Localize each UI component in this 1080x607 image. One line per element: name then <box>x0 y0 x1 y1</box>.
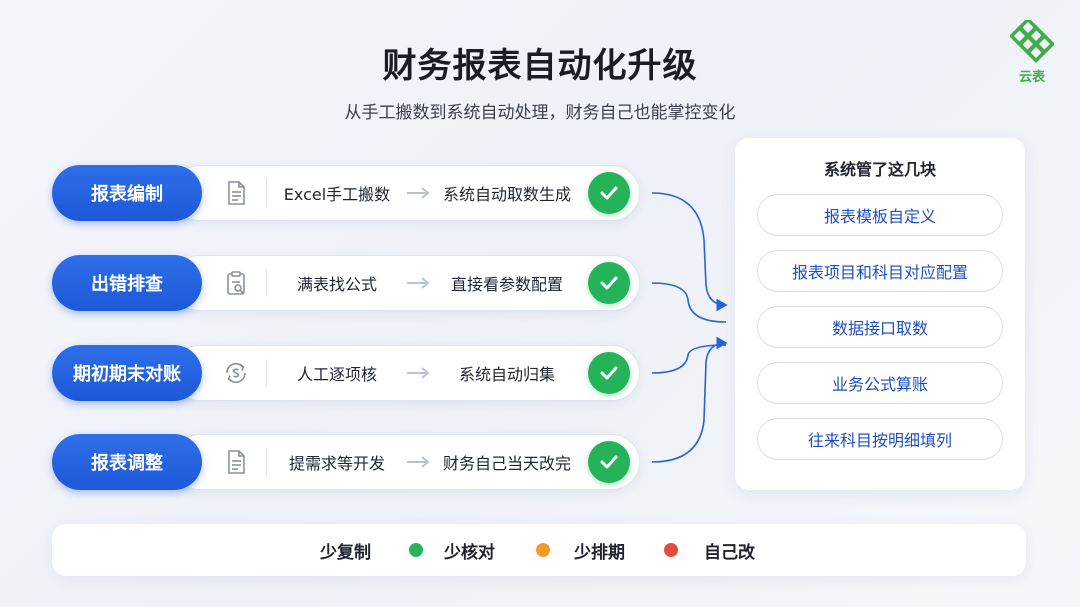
row-label-pill: 报表调整 <box>52 434 202 490</box>
benefits-legend: 少复制 少核对 少排期 自己改 <box>52 524 1026 576</box>
orange-dot-icon <box>536 543 550 557</box>
row-label-pill: 出错排查 <box>52 255 202 311</box>
connector-row-1 <box>651 192 728 312</box>
row-card <box>172 165 640 221</box>
row-divider <box>266 359 267 387</box>
connector-row-2 <box>651 282 727 323</box>
page-subtitle: 从手工搬数到系统自动处理，财务自己也能掌控变化 <box>344 103 736 123</box>
clipboard-check-icon <box>227 271 245 295</box>
row-after-text: 直接看参数配置 <box>450 275 563 294</box>
right-arrow-icon <box>407 277 430 289</box>
row-before-text: 满表找公式 <box>296 275 377 294</box>
process-row: 报表编制 Excel手工搬数 系统自动取数生成 <box>52 165 640 221</box>
page-title: 财务报表自动化升级 <box>382 46 698 86</box>
right-arrow-icon <box>407 367 430 379</box>
legend-item: 自己改 <box>704 542 755 563</box>
legend-item: 少排期 <box>574 542 625 563</box>
row-after-text: 财务自己当天改完 <box>442 454 571 473</box>
row-card <box>172 345 640 401</box>
row-before-text: Excel手工搬数 <box>283 185 391 204</box>
green-dot-icon <box>409 543 423 557</box>
logo-text: 云表 <box>1018 70 1045 85</box>
panel-item: 报表模板自定义 <box>757 194 1003 236</box>
process-row: 期初期末对账 人工逐项核 系统自动归集 <box>52 345 640 401</box>
check-icon <box>588 262 630 304</box>
document-icon <box>228 181 245 205</box>
right-arrow-icon <box>407 187 430 199</box>
right-arrow-icon <box>407 456 430 468</box>
process-row: 出错排查 满表找公式 直接看参数配置 <box>52 255 640 311</box>
row-after-text: 系统自动取数生成 <box>442 185 571 204</box>
system-scope-panel: 系统管了这几块 报表模板自定义 报表项目和科目对应配置 数据接口取数 业务公式算… <box>735 138 1025 490</box>
row-divider <box>266 179 267 207</box>
row-before-text: 提需求等开发 <box>288 454 385 473</box>
panel-title: 系统管了这几块 <box>823 160 936 179</box>
legend-item: 少核对 <box>444 542 495 563</box>
panel-item: 数据接口取数 <box>757 306 1003 348</box>
cycle-coin-icon <box>226 362 246 384</box>
red-dot-icon <box>664 543 678 557</box>
row-before-text: 人工逐项核 <box>296 365 377 384</box>
lattice-logo-icon <box>1010 20 1054 63</box>
panel-item: 往来科目按明细填列 <box>757 418 1003 460</box>
row-label-pill: 期初期末对账 <box>52 345 202 401</box>
row-divider <box>266 269 267 297</box>
row-after-text: 系统自动归集 <box>458 365 555 384</box>
connector-row-4 <box>651 336 728 463</box>
row-label-pill: 报表编制 <box>52 165 202 221</box>
brand-logo: 云表 <box>1002 20 1062 86</box>
connector-row-3 <box>651 344 727 374</box>
panel-item: 业务公式算账 <box>757 362 1003 404</box>
panel-item: 报表项目和科目对应配置 <box>757 250 1003 292</box>
check-icon <box>588 352 630 394</box>
row-divider <box>266 448 267 476</box>
check-icon <box>588 172 630 214</box>
document-edit-icon <box>228 450 245 474</box>
process-row: 报表调整 提需求等开发 财务自己当天改完 <box>52 434 640 490</box>
legend-item: 少复制 <box>320 542 371 563</box>
check-icon <box>588 441 630 483</box>
